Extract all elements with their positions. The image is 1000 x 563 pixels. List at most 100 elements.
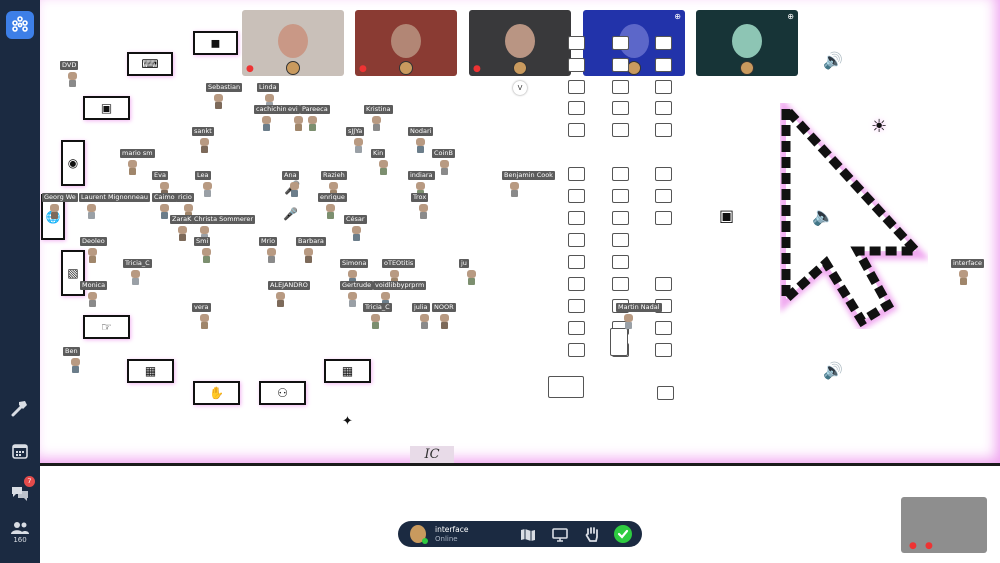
status-check-button[interactable] <box>614 525 632 543</box>
interactive-object[interactable]: ◉ <box>61 140 85 186</box>
desk[interactable] <box>548 376 584 398</box>
desk[interactable] <box>612 101 629 115</box>
user-avatar[interactable] <box>306 116 319 132</box>
user-avatar[interactable] <box>86 292 99 308</box>
app-logo-icon[interactable] <box>6 11 34 39</box>
desk[interactable] <box>612 189 629 203</box>
desk[interactable] <box>657 386 674 400</box>
user-avatar[interactable] <box>324 204 337 220</box>
desk[interactable] <box>568 58 585 72</box>
desk[interactable] <box>655 343 672 357</box>
desk[interactable] <box>568 277 585 291</box>
desk[interactable] <box>612 255 629 269</box>
speaker-icon[interactable]: 🔊 <box>823 51 843 70</box>
user-avatar[interactable] <box>126 160 139 176</box>
interactive-object[interactable]: ▦ <box>324 359 371 383</box>
user-avatar[interactable] <box>418 314 431 330</box>
desk[interactable] <box>612 123 629 137</box>
user-avatar[interactable] <box>129 270 142 286</box>
user-avatar[interactable] <box>48 204 61 220</box>
calendar-icon[interactable] <box>6 437 34 465</box>
desk[interactable] <box>568 123 585 137</box>
user-avatar[interactable] <box>274 292 287 308</box>
user-avatar[interactable] <box>158 204 171 220</box>
camera-toggle[interactable]: V <box>513 81 527 95</box>
camera-off-icon[interactable]: ● <box>925 541 933 551</box>
desk[interactable] <box>612 36 629 50</box>
people-button[interactable]: 160 <box>6 518 34 548</box>
user-avatar[interactable] <box>370 116 383 132</box>
user-avatar[interactable] <box>66 72 79 88</box>
desk[interactable] <box>655 189 672 203</box>
microphone-icon[interactable]: 🎤 <box>283 207 298 221</box>
desk[interactable] <box>655 36 672 50</box>
desk[interactable] <box>655 321 672 335</box>
my-presence[interactable]: Online <box>435 535 458 543</box>
user-avatar[interactable] <box>69 358 82 374</box>
user-avatar[interactable] <box>417 204 430 220</box>
user-avatar[interactable] <box>352 138 365 154</box>
interactive-object[interactable]: ◼ <box>193 31 238 55</box>
screen-share-button[interactable] <box>552 527 568 542</box>
interactive-object[interactable]: ⚇ <box>259 381 306 405</box>
user-avatar[interactable] <box>465 270 478 286</box>
speaker-icon[interactable]: 🔊 <box>823 361 843 380</box>
movie-camera-icon[interactable]: ▣ <box>719 206 735 225</box>
desk[interactable] <box>568 321 585 335</box>
desk[interactable] <box>612 211 629 225</box>
desk[interactable] <box>568 211 585 225</box>
desk[interactable] <box>568 36 585 50</box>
user-avatar[interactable] <box>292 116 305 132</box>
desk[interactable] <box>655 58 672 72</box>
user-avatar[interactable] <box>346 292 359 308</box>
desk[interactable] <box>655 101 672 115</box>
desk[interactable] <box>655 277 672 291</box>
desk[interactable] <box>610 328 628 356</box>
interactive-object[interactable]: ⌨ <box>127 52 173 76</box>
desk[interactable] <box>568 255 585 269</box>
user-avatar[interactable] <box>957 270 970 286</box>
interactive-object[interactable]: ▦ <box>127 359 174 383</box>
video-tile[interactable]: ● <box>355 10 457 76</box>
user-avatar[interactable] <box>369 314 382 330</box>
user-avatar[interactable] <box>265 248 278 264</box>
desk[interactable] <box>568 299 585 313</box>
self-video-preview[interactable]: ● ● <box>901 497 987 553</box>
user-avatar[interactable] <box>176 226 189 242</box>
desk[interactable] <box>612 80 629 94</box>
user-avatar[interactable] <box>85 204 98 220</box>
desk[interactable] <box>612 233 629 247</box>
user-avatar[interactable] <box>414 138 427 154</box>
video-tile[interactable]: ● <box>469 10 571 76</box>
volume-icon[interactable]: 🔈 <box>812 206 835 227</box>
desk[interactable] <box>568 189 585 203</box>
chat-icon[interactable]: 7 <box>6 476 35 507</box>
user-avatar[interactable] <box>350 226 363 242</box>
user-avatar[interactable] <box>438 314 451 330</box>
user-avatar[interactable] <box>288 182 301 198</box>
video-tile[interactable]: ● <box>242 10 344 76</box>
user-avatar[interactable] <box>201 182 214 198</box>
user-avatar[interactable] <box>198 138 211 154</box>
lightbulb-icon[interactable]: ☀ <box>871 116 888 137</box>
interactive-object[interactable]: ✋ <box>193 381 240 405</box>
user-avatar[interactable] <box>377 160 390 176</box>
desk[interactable] <box>655 123 672 137</box>
desk[interactable] <box>568 167 585 181</box>
desk[interactable] <box>612 167 629 181</box>
user-avatar[interactable] <box>302 248 315 264</box>
desk[interactable] <box>655 167 672 181</box>
desk[interactable] <box>612 58 629 72</box>
desk[interactable] <box>568 343 585 357</box>
hammer-icon[interactable] <box>6 394 34 422</box>
map-button[interactable] <box>520 527 536 541</box>
video-tile[interactable]: ⊕ <box>696 10 798 76</box>
raise-hand-button[interactable] <box>584 526 600 542</box>
user-avatar[interactable] <box>86 248 99 264</box>
desk[interactable] <box>655 211 672 225</box>
map-stage[interactable]: ● ● ● ⊕ ⊕ V 🔊 🔊 🔈 ☀ ▣ ✦ 🎤 🎤 IC ◼⌨▣◉🌐▧☞▦✋… <box>40 0 1000 466</box>
desk[interactable] <box>612 277 629 291</box>
interactive-object[interactable]: ☞ <box>83 315 130 339</box>
user-avatar[interactable] <box>438 160 451 176</box>
user-avatar[interactable] <box>260 116 273 132</box>
